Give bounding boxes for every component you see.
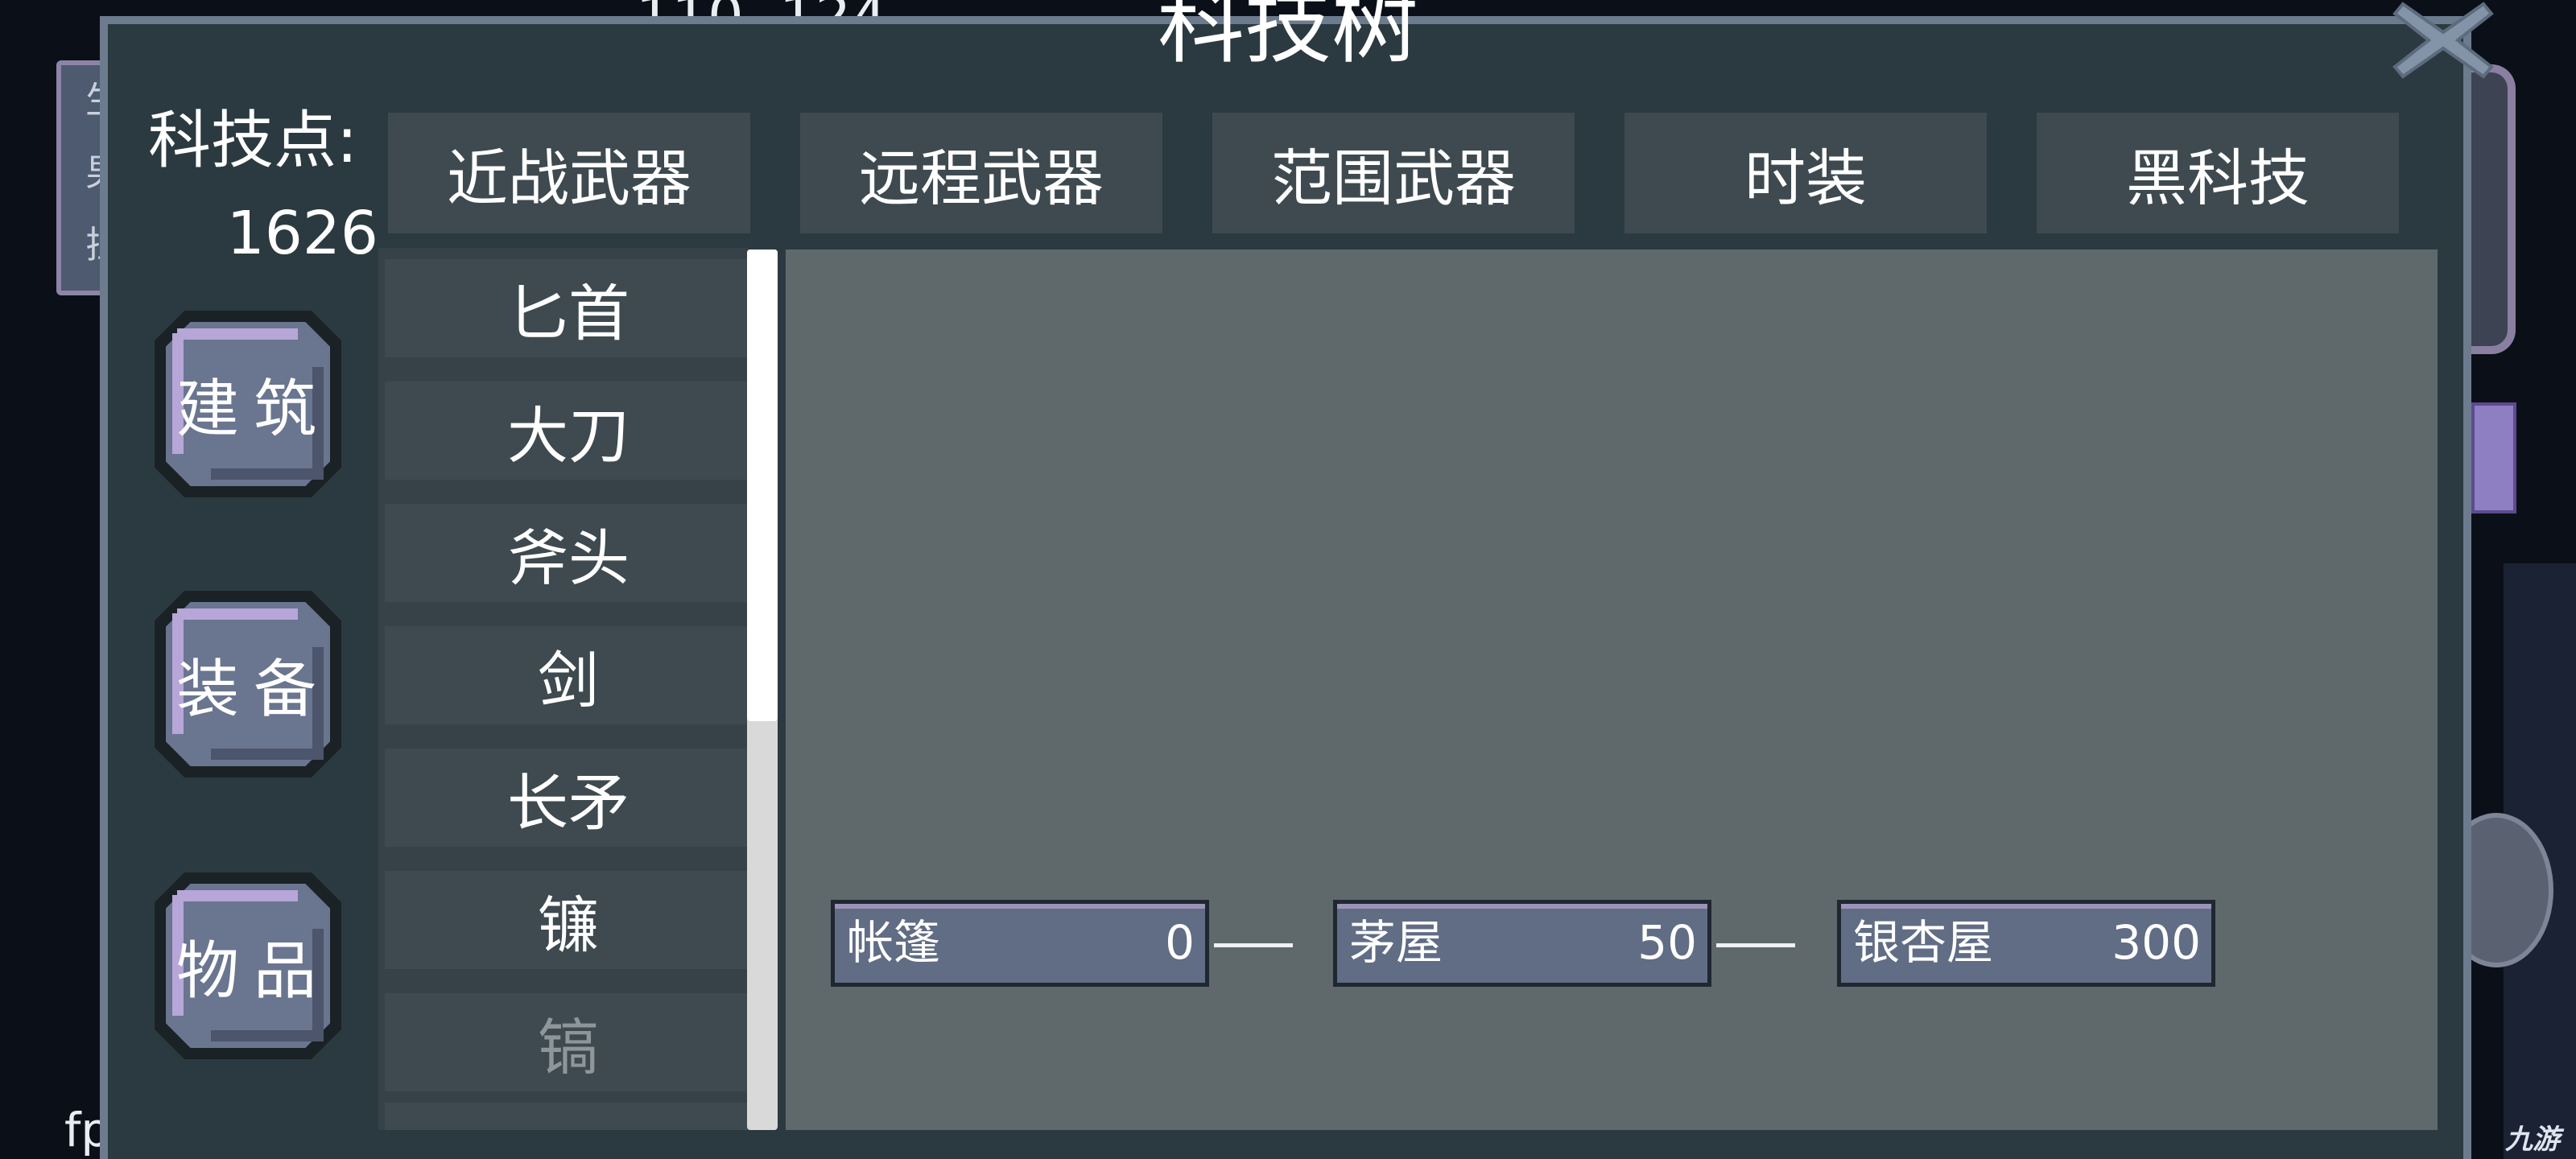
button-highlight xyxy=(172,895,184,1016)
tab-label: 近战武器 xyxy=(447,142,691,214)
list-item-broadsword[interactable]: 大刀 xyxy=(385,382,749,480)
node-cost: 50 xyxy=(1637,915,1697,970)
tech-points-label: 科技点: xyxy=(148,105,358,177)
button-face xyxy=(166,602,330,766)
button-highlight xyxy=(177,890,298,901)
tab-label: 时装 xyxy=(1744,142,1867,214)
button-face xyxy=(166,322,330,486)
list-item-sword[interactable]: 剑 xyxy=(385,626,749,724)
button-shadow xyxy=(312,929,324,1041)
node-name: 银杏屋 xyxy=(1853,915,1994,970)
background-scroll-icon xyxy=(2471,402,2516,514)
button-face xyxy=(166,884,330,1048)
list-item-axe[interactable]: 斧头 xyxy=(385,504,749,602)
tab-label: 范围武器 xyxy=(1271,142,1516,214)
tab-area-weapons[interactable]: 范围武器 xyxy=(1212,113,1575,233)
list-item-label: 斧头 xyxy=(507,522,630,594)
tech-node-thatched-hut[interactable]: 茅屋 50 xyxy=(1333,900,1711,987)
button-highlight xyxy=(172,613,184,734)
node-name: 茅屋 xyxy=(1349,915,1443,970)
item-list: 匕首 大刀 斧头 剑 长矛 镰 镐 xyxy=(378,248,749,1130)
list-item-label: 大刀 xyxy=(507,400,630,472)
side-button-items[interactable]: 物品 xyxy=(155,872,341,1059)
list-item-label: 剑 xyxy=(538,645,599,716)
side-button-label: 物品 xyxy=(175,935,331,1008)
button-shadow xyxy=(211,1030,324,1041)
tab-label: 远程武器 xyxy=(859,142,1104,214)
side-button-buildings[interactable]: 建筑 xyxy=(155,311,341,497)
button-highlight xyxy=(177,608,298,620)
list-item-label: 长矛 xyxy=(507,767,630,839)
node-connector xyxy=(1214,943,1293,947)
close-icon xyxy=(2392,2,2494,79)
button-shadow xyxy=(312,367,324,480)
list-item-spear[interactable]: 长矛 xyxy=(385,749,749,847)
node-face xyxy=(835,904,1205,983)
button-highlight xyxy=(177,328,298,340)
side-button-label: 建筑 xyxy=(175,373,331,446)
list-item-label: 镐 xyxy=(538,1012,599,1083)
node-name: 帐篷 xyxy=(847,915,941,970)
tab-label: 黑科技 xyxy=(2126,142,2310,214)
node-cost: 0 xyxy=(1165,915,1195,970)
list-item-label: 匕首 xyxy=(507,278,630,349)
node-cost: 300 xyxy=(2112,915,2201,970)
node-connector xyxy=(1716,943,1795,947)
tech-node-tent[interactable]: 帐篷 0 xyxy=(831,900,1209,987)
list-item-sickle[interactable]: 镰 xyxy=(385,871,749,969)
tech-tree-canvas: 帐篷 0 茅屋 50 银杏屋 300 xyxy=(786,250,2438,1130)
button-highlight xyxy=(172,333,184,454)
watermark: 九游 xyxy=(2505,1124,2560,1156)
tab-ranged-weapons[interactable]: 远程武器 xyxy=(800,113,1162,233)
side-button-label: 装备 xyxy=(175,654,331,726)
button-shadow xyxy=(211,468,324,480)
window-title: 科技树 xyxy=(1157,0,1418,76)
list-scrollbar-thumb[interactable] xyxy=(747,250,778,721)
tab-melee-weapons[interactable]: 近战武器 xyxy=(388,113,750,233)
button-shadow xyxy=(211,749,324,760)
node-face xyxy=(1337,904,1707,983)
side-button-equipment[interactable]: 装备 xyxy=(155,591,341,777)
button-shadow xyxy=(312,647,324,760)
list-item-dagger[interactable]: 匕首 xyxy=(385,259,749,357)
list-item-partial xyxy=(385,1103,749,1130)
tech-points-value: 1626 xyxy=(226,199,378,268)
node-face xyxy=(1841,904,2211,983)
tab-outfits[interactable]: 时装 xyxy=(1624,113,1987,233)
close-button[interactable] xyxy=(2383,0,2504,89)
tech-node-ginkgo-house[interactable]: 银杏屋 300 xyxy=(1837,900,2215,987)
list-item-pickaxe[interactable]: 镐 xyxy=(385,993,749,1091)
tab-black-tech[interactable]: 黑科技 xyxy=(2037,113,2399,233)
list-item-label: 镰 xyxy=(538,889,599,961)
